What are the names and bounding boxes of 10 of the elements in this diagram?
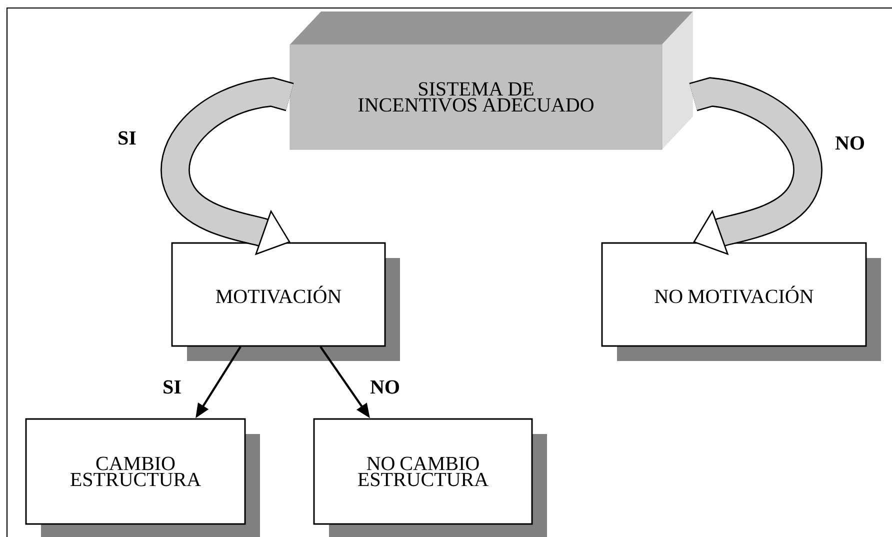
edge-label: NO	[370, 380, 400, 394]
block-arrow	[689, 77, 822, 256]
raised-box: SISTEMA DE INCENTIVOS ADECUADO	[290, 12, 693, 150]
edge-label: NO	[835, 136, 864, 150]
process-box: NO MOTIVACIÓN	[601, 242, 881, 361]
process-box: MOTIVACIÓN	[171, 242, 400, 361]
edge-label: SI	[164, 380, 181, 394]
edge-label: SI	[118, 131, 136, 145]
process-box: CAMBIO ESTRUCTURA	[25, 418, 260, 537]
process-box: NO CAMBIO ESTRUCTURA	[313, 418, 547, 537]
